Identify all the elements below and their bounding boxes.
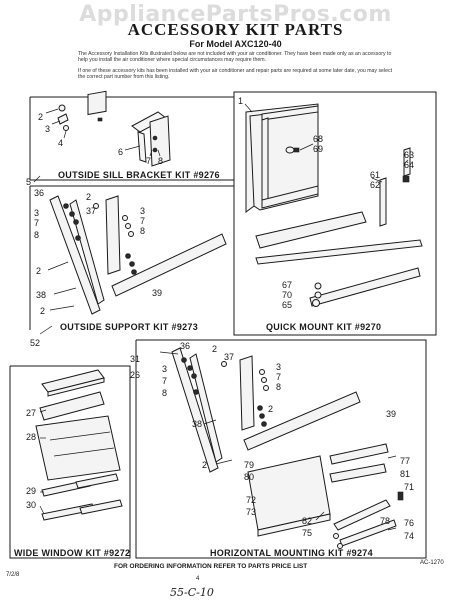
label: 63 <box>404 150 414 160</box>
label: 2 <box>40 306 45 316</box>
kit-caption-sill: OUTSIDE SILL BRACKET KIT #9276 <box>58 170 220 180</box>
model-subtitle: For Model AXC120-40 <box>189 39 282 49</box>
label: 62 <box>370 180 380 190</box>
label: 4 <box>58 138 63 148</box>
label: 7 <box>276 372 281 382</box>
label: 65 <box>282 300 292 310</box>
label: 6 <box>118 147 123 157</box>
label: 8 <box>276 382 281 392</box>
label: 2 <box>36 266 41 276</box>
label: 81 <box>400 469 410 479</box>
label: 36 <box>180 341 190 351</box>
intro-note: The Accessory Installation Kits illustra… <box>78 51 392 64</box>
label: 76 <box>404 518 414 528</box>
label: 73 <box>246 507 256 517</box>
handwritten-note: 55-C-10 <box>170 586 214 599</box>
label: 8 <box>158 156 163 166</box>
label: 38 <box>36 290 46 300</box>
label: 77 <box>400 456 410 466</box>
label: 69 <box>313 144 323 154</box>
code-right: AC-1270 <box>420 560 444 566</box>
label: 80 <box>244 472 254 482</box>
label: 79 <box>244 460 254 470</box>
label: 30 <box>26 500 36 510</box>
code-left: 7/2/8 <box>6 572 20 578</box>
kit-caption-quick: QUICK MOUNT KIT #9270 <box>266 322 381 332</box>
kit-caption-wide: WIDE WINDOW KIT #9272 <box>14 548 130 558</box>
footer: FOR ORDERING INFORMATION REFER TO PARTS … <box>6 560 444 599</box>
page-title: ACCESSORY KIT PARTS <box>127 20 344 39</box>
label: 5 <box>26 177 31 187</box>
label: 29 <box>26 486 36 496</box>
label: 64 <box>404 160 414 170</box>
label: 39 <box>386 409 396 419</box>
label: 72 <box>246 495 256 505</box>
label: 28 <box>26 432 36 442</box>
outside-support-kit: 36 3 7 8 2 37 3 7 8 2 38 39 2 52 OUTSIDE… <box>29 185 235 348</box>
label: 27 <box>26 408 36 418</box>
label: 3 <box>140 206 145 216</box>
label: 71 <box>404 482 414 492</box>
label: 2 <box>268 404 273 414</box>
horizontal-mounting-kit: 36 3 7 8 2 37 3 7 8 2 39 38 2 79 80 77 8… <box>135 339 427 559</box>
label: 3 <box>276 362 281 372</box>
label: 8 <box>34 230 39 240</box>
label: 2 <box>202 460 207 470</box>
label: 7 <box>146 156 151 166</box>
label: 7 <box>34 218 39 228</box>
label: 3 <box>34 208 39 218</box>
label: 7 <box>162 376 167 386</box>
label: 39 <box>152 288 162 298</box>
watermark: AppliancePartsPros.com <box>79 2 392 27</box>
label: 2 <box>38 112 43 122</box>
label: 8 <box>140 226 145 236</box>
page-number: 4 <box>196 576 200 582</box>
kit-caption-support: OUTSIDE SUPPORT KIT #9273 <box>60 322 198 332</box>
label: 3 <box>162 364 167 374</box>
label: 78 <box>380 516 390 526</box>
label: 1 <box>238 96 243 106</box>
label: 67 <box>282 280 292 290</box>
repair-note: If one of these accessory kits has been … <box>78 68 393 81</box>
label: 37 <box>224 352 234 362</box>
label: 8 <box>162 388 167 398</box>
label: 26 <box>130 370 140 380</box>
label: 31 <box>130 354 140 364</box>
label: 37 <box>86 206 96 216</box>
label: 70 <box>282 290 292 300</box>
label: 52 <box>30 338 40 348</box>
sill-bracket-kit: 2 3 4 5 6 7 8 OUTSIDE SILL BRACKET KIT #… <box>26 90 235 187</box>
label: 61 <box>370 170 380 180</box>
wide-window-kit: 31 26 27 28 29 30 WIDE WINDOW KIT #9272 <box>9 354 140 559</box>
label: 36 <box>34 188 44 198</box>
label: 75 <box>302 528 312 538</box>
label: 2 <box>86 192 91 202</box>
label: 74 <box>404 531 414 541</box>
quick-mount-kit: 1 68 69 61 62 63 64 67 70 65 QUICK MOUNT… <box>233 91 437 336</box>
label: 3 <box>45 124 50 134</box>
label: 2 <box>212 344 217 354</box>
label: 68 <box>313 134 323 144</box>
kit-caption-horizontal: HORIZONTAL MOUNTING KIT #9274 <box>210 548 373 558</box>
label: 82 <box>302 516 312 526</box>
ordering-info: FOR ORDERING INFORMATION REFER TO PARTS … <box>114 563 307 570</box>
label: 7 <box>140 216 145 226</box>
label: 38 <box>192 419 202 429</box>
